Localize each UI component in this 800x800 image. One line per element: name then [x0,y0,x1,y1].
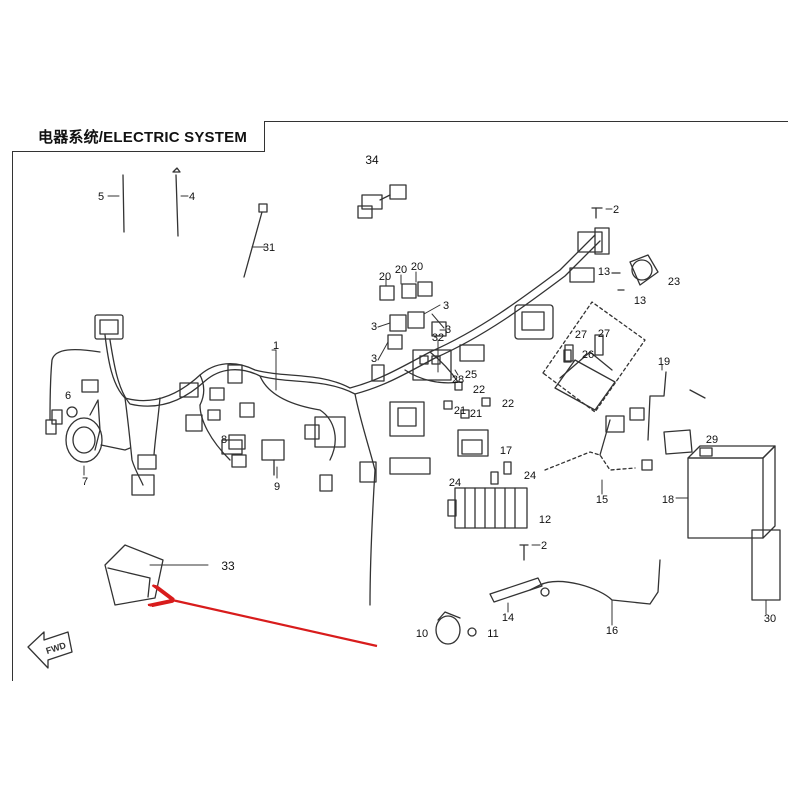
callout-25: 25 [465,369,477,381]
callout-7: 7 [82,476,88,488]
callout-11: 11 [487,628,498,640]
callout-3c: 3 [445,324,451,336]
callout-17: 17 [500,445,512,457]
callout-15: 15 [596,494,608,506]
callout-23: 23 [668,276,680,288]
callout-32: 32 [432,332,444,344]
part-16-cable [529,559,661,605]
part-23-switch [629,254,659,286]
part-26-ecu [542,301,646,413]
callout-31: 31 [263,242,275,254]
part-6-bolt [66,406,78,418]
callout-1: 1 [273,340,279,352]
fwd-arrow-shape [27,631,73,669]
part-14-strap [489,577,543,603]
frame-left-border [12,121,13,681]
part-17-relay [457,429,489,457]
callout-22a: 22 [473,384,485,396]
part-7-horn [65,399,131,463]
part-9-sensor [261,439,285,461]
part-30-plate [751,529,781,601]
part-29-pad [663,429,693,455]
callout-18: 18 [662,494,674,506]
fwd-label: FWD [45,640,68,656]
callout-21b: 21 [470,408,482,420]
callout-26: 26 [582,349,594,361]
callout-16: 16 [606,625,618,637]
callout-29: 29 [706,434,718,446]
part-18-battery [687,445,776,539]
callout-labels: 1 2 2 3 3 3 3 4 5 6 7 8 9 10 11 12 13 13… [65,153,776,640]
part-8-connector [228,434,246,450]
callout-3d: 3 [371,353,377,365]
callout-24a: 24 [449,477,461,489]
callout-20c: 20 [411,261,423,273]
harness-connectors [45,227,610,496]
part-31-tie [243,211,263,278]
callout-4: 4 [189,191,195,203]
title-box [12,121,265,152]
callout-10: 10 [416,628,428,640]
highlight-arrow [172,600,378,648]
callout-3a: 3 [443,300,449,312]
callout-9: 9 [274,481,280,493]
part-34-connector [357,184,407,219]
callout-13b: 13 [634,295,646,307]
callout-5: 5 [98,191,104,203]
part-5-strap [122,174,125,233]
callout-8: 8 [221,434,227,446]
main-wire-harness [49,234,601,606]
callout-27a: 27 [575,329,587,341]
diagram-title: 电器系统/ELECTRIC SYSTEM [38,129,248,146]
part-15-cable [544,451,636,471]
callout-3b: 3 [371,321,377,333]
part-4-bolt [175,174,179,237]
callout-28: 28 [452,374,464,386]
callout-34: 34 [365,153,379,167]
callout-30: 30 [764,613,776,625]
part-19-cable [647,371,667,441]
callout-12: 12 [539,514,551,526]
callout-14: 14 [502,612,514,624]
part-33-module [104,544,164,606]
callout-20b: 20 [395,264,407,276]
part-12-regulator [447,487,528,529]
callout-22b: 22 [502,398,514,410]
callout-33: 33 [221,559,235,573]
frame-top-border [12,121,788,122]
callout-24b: 24 [524,470,536,482]
callout-2b: 2 [541,540,547,552]
callout-27b: 27 [598,328,610,340]
callout-13a: 13 [598,266,610,278]
part-10-sensor [435,615,461,645]
callout-2: 2 [613,204,619,216]
callout-6: 6 [65,390,71,402]
callout-20a: 20 [379,271,391,283]
part-11-bolt [467,627,477,637]
callout-19: 19 [658,356,670,368]
callout-21a: 21 [454,405,466,417]
